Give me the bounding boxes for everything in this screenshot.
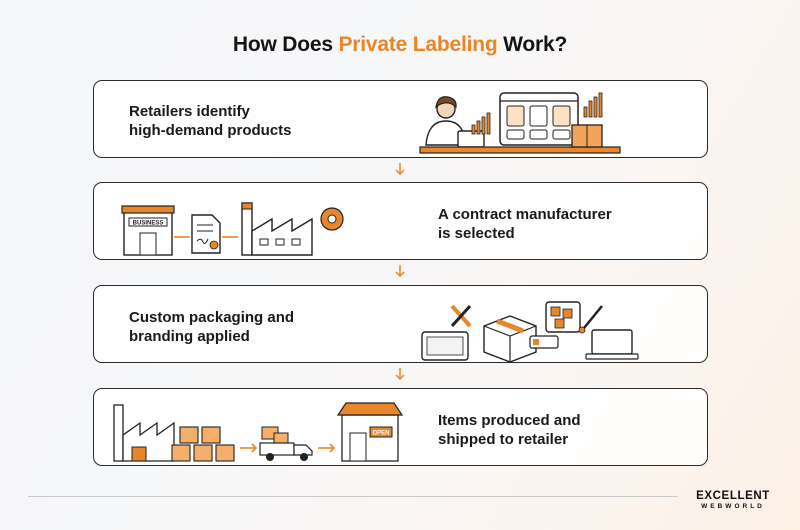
step-4-line-2: shipped to retailer [438, 431, 569, 448]
gear-icon [320, 207, 344, 231]
arrow-down-icon [395, 265, 405, 278]
step-3-line-1: Custom packaging and [129, 309, 295, 326]
person-at-laptop-icon [419, 96, 621, 154]
step-3-text: Custom packaging and branding applied [129, 308, 294, 346]
business-building-icon: BUSINESS [121, 205, 175, 256]
tablet-icon [421, 331, 469, 361]
retail-research-illustration [419, 92, 621, 154]
step-3-line-2: branding applied [129, 328, 250, 345]
step-card-2: BUSINESS A contract manufacturer is sele… [93, 182, 708, 260]
package-box-icon [483, 315, 537, 362]
business-sign: BUSINESS [133, 221, 164, 227]
design-board-icon [529, 301, 581, 349]
store-sign: OPEN [372, 431, 389, 437]
storefront-icon: OPEN [336, 402, 404, 462]
step-2-line-1: A contract manufacturer [438, 206, 612, 223]
title-after: Work? [497, 33, 568, 56]
step-2-text: A contract manufacturer is selected [438, 205, 612, 243]
step-2-line-2: is selected [438, 225, 515, 242]
brand-logo: EXCELLENT WEBWORLD [693, 490, 773, 510]
arrow-down-icon [395, 368, 405, 381]
package-box-icon [571, 124, 603, 148]
step-4-line-1: Items produced and [438, 412, 581, 429]
logo-sub-text: WEBWORLD [701, 503, 765, 510]
chart-bars-icon [583, 92, 603, 118]
chart-bars-icon [471, 112, 491, 135]
manufacturer-selection-illustration: BUSINESS [121, 202, 344, 256]
footer-divider [28, 496, 678, 497]
contract-document-icon [191, 214, 221, 254]
factory-icon [113, 404, 175, 462]
boxes-stack-icon [171, 426, 235, 462]
pencil-ruler-icon [450, 304, 472, 328]
paintbrush-icon [578, 305, 603, 334]
delivery-truck-icon [259, 426, 313, 461]
step-card-1: Retailers identify high-demand products [93, 80, 708, 158]
step-card-4: OPEN Items produced and shipped to retai… [93, 388, 708, 466]
factory-icon [241, 202, 313, 256]
step-1-line-2: high-demand products [129, 122, 292, 139]
step-4-text: Items produced and shipped to retailer [438, 411, 581, 449]
arrow-down-icon [395, 163, 405, 176]
logo-main-text: EXCELLENT [696, 490, 770, 502]
title-before: How Does [232, 33, 339, 56]
step-1-line-1: Retailers identify [129, 103, 250, 120]
step-card-3: Custom packaging and branding applied [93, 285, 708, 363]
title-accent: Private Labeling [338, 33, 498, 56]
laptop-icon [585, 329, 639, 360]
production-shipping-illustration: OPEN [113, 402, 404, 462]
step-1-text: Retailers identify high-demand products [129, 102, 292, 140]
page-title: How Does Private Labeling Work? [0, 33, 800, 57]
online-store-icon [499, 92, 579, 146]
packaging-branding-illustration [421, 301, 639, 362]
